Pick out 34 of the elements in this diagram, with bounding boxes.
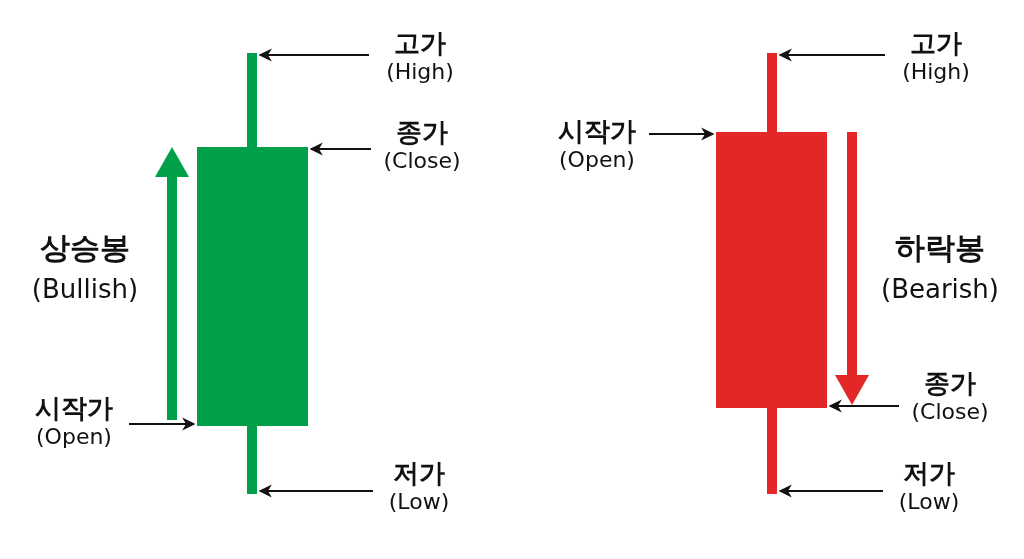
- candle-type-label: (Bearish): [880, 274, 1000, 304]
- node-label: (Open): [36, 424, 112, 451]
- node-label: (Open): [559, 147, 635, 174]
- node-label: (High): [902, 59, 970, 86]
- node-label: 종가: [924, 368, 976, 400]
- leader-arrow: [778, 484, 883, 498]
- candle-type-label: 상승봉: [39, 229, 131, 267]
- node-label: (High): [386, 59, 454, 86]
- leader-arrow: [129, 417, 196, 431]
- candle-body: [716, 132, 827, 408]
- candle-type-label: (Bullish): [30, 274, 140, 304]
- node-label: 저가: [393, 458, 445, 490]
- node-label: 종가: [396, 117, 448, 149]
- node-label: (Low): [388, 489, 450, 516]
- node-label: 고가: [394, 28, 446, 60]
- node-label: 저가: [903, 458, 955, 490]
- candle-wick: [247, 426, 257, 494]
- leader-arrow: [649, 127, 715, 141]
- node-label: (Close): [911, 399, 989, 426]
- node-label: (Close): [383, 148, 461, 175]
- node-label: 고가: [910, 28, 962, 60]
- leader-arrow: [258, 48, 369, 62]
- leader-arrow: [258, 484, 373, 498]
- node-label: (Low): [898, 489, 960, 516]
- leader-arrow: [828, 399, 899, 413]
- candle-body: [197, 147, 308, 426]
- candle-type-label: 하락봉: [894, 229, 986, 267]
- leader-arrow: [778, 48, 885, 62]
- candle-wick: [247, 53, 257, 147]
- candle-wick: [767, 53, 777, 132]
- leader-arrow: [309, 142, 371, 156]
- node-label: 시작가: [558, 116, 636, 148]
- candle-wick: [767, 408, 777, 494]
- node-label: 시작가: [35, 393, 113, 425]
